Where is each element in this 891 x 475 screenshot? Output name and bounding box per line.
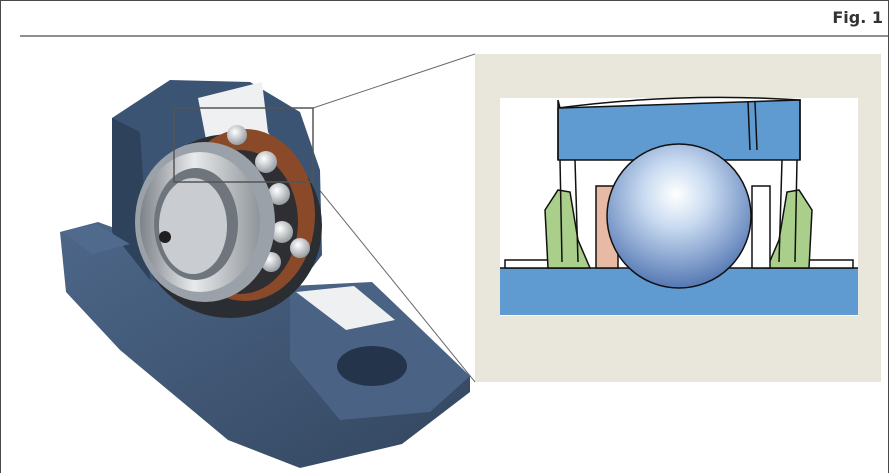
header-rule (20, 35, 888, 37)
leader-lines (312, 53, 476, 383)
bearing-cross-section-detail (500, 96, 858, 316)
pillow-block-bearing-illustration (60, 80, 470, 468)
figure-label: Fig. 1 (832, 8, 883, 27)
